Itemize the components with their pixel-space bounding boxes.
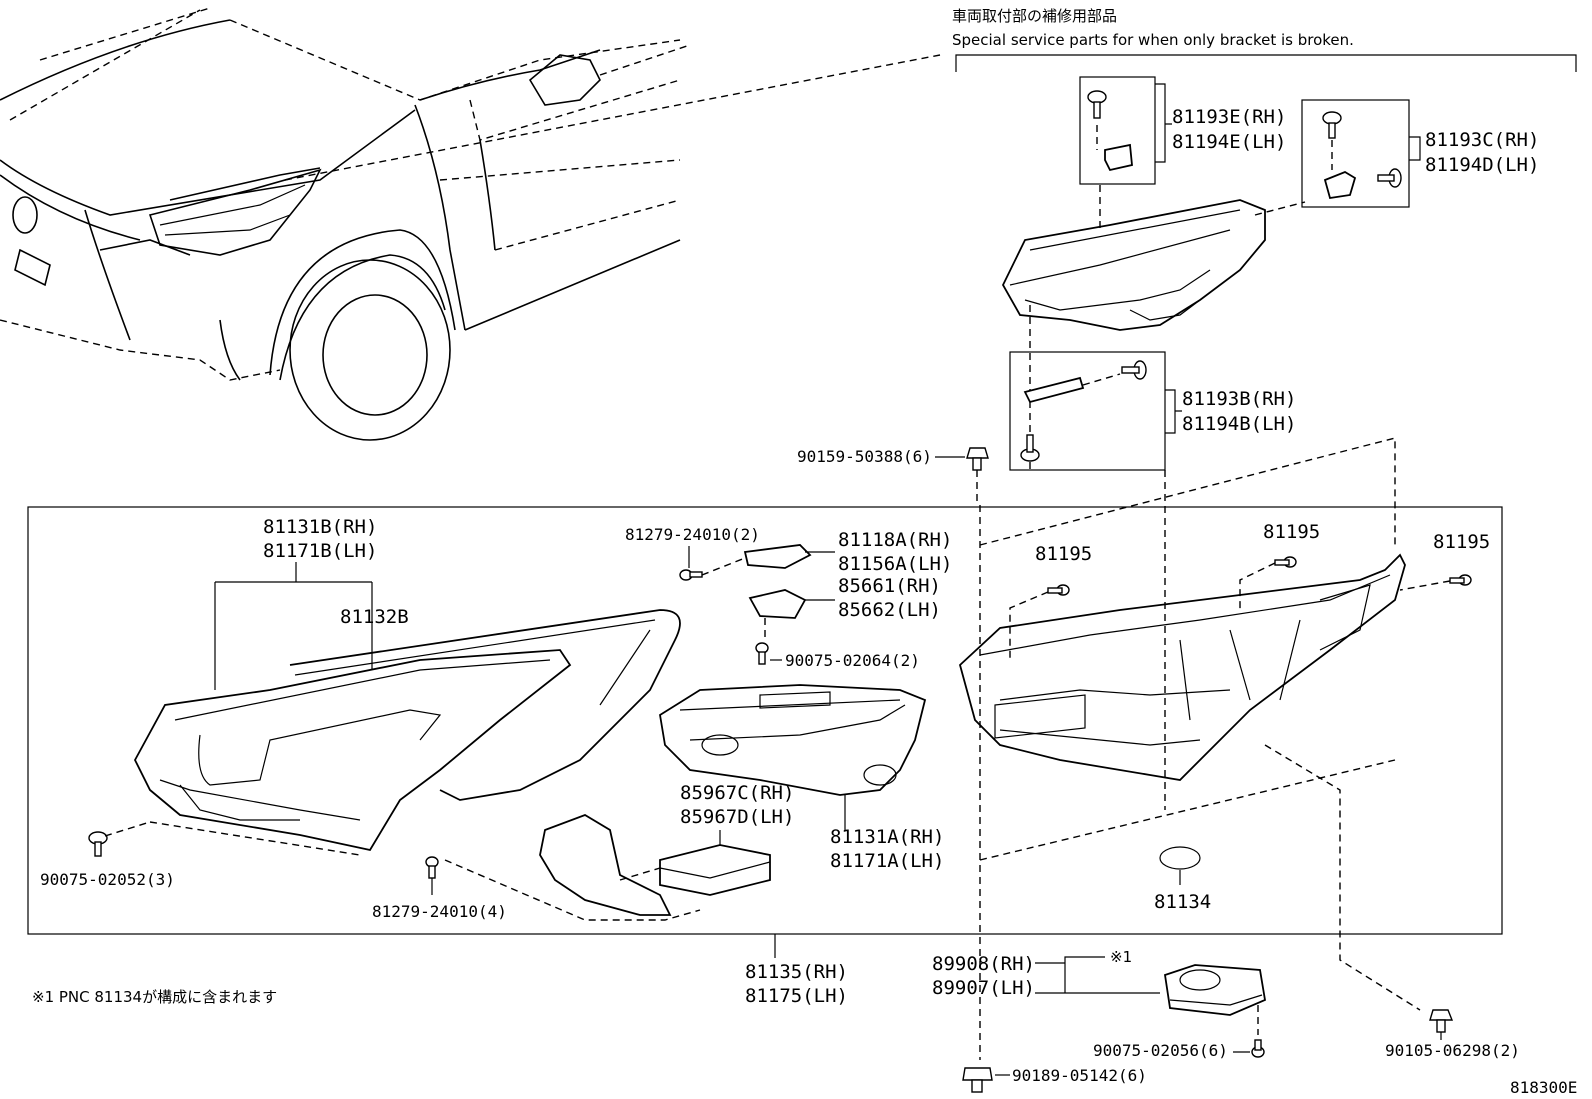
vehicle-illustration xyxy=(0,7,941,441)
label-81118a: 81118A(RH) xyxy=(838,529,952,551)
footnote: ※1 PNC 81134が構成に含まれます xyxy=(32,988,277,1006)
screw-icon xyxy=(1121,360,1147,380)
label-81195-c: 81195 xyxy=(1433,531,1490,553)
label-90075-02056: 90075-02056(6) xyxy=(1093,1041,1228,1060)
bracket-box-81193b xyxy=(1009,351,1166,471)
screw-icon xyxy=(1449,574,1472,586)
screw-icon xyxy=(679,569,703,581)
label-85661: 85661(RH) xyxy=(838,575,941,597)
screw-icon xyxy=(1087,90,1107,119)
actuator-part-icon xyxy=(748,589,807,619)
label-90159-50388: 90159-50388(6) xyxy=(797,447,932,466)
label-90105-06298: 90105-06298(2) xyxy=(1385,1041,1520,1060)
gasket-ring-icon xyxy=(1159,846,1201,870)
label-81193e: 81193E(RH) xyxy=(1172,106,1286,128)
clip-icon xyxy=(962,1067,993,1093)
label-81171b: 81171B(LH) xyxy=(263,540,377,562)
label-81279-24010-4: 81279-24010(4) xyxy=(372,902,507,921)
label-81175: 81175(LH) xyxy=(745,985,848,1007)
screw-icon xyxy=(88,831,108,857)
diagram-id: 818300E xyxy=(1510,1078,1577,1097)
screw-icon xyxy=(966,447,989,471)
service-parts-title-jp: 車両取付部の補修用部品 xyxy=(952,7,1117,25)
label-90189-05142: 90189-05142(6) xyxy=(1012,1066,1147,1085)
label-81135: 81135(RH) xyxy=(745,961,848,983)
cover-bracket-icon xyxy=(539,814,672,916)
bracket-box-81193e xyxy=(1079,76,1156,185)
headlamp-housing xyxy=(958,553,1406,781)
ref-mark-1: ※1 xyxy=(1110,948,1132,966)
label-85662: 85662(LH) xyxy=(838,599,941,621)
screw-icon xyxy=(1274,556,1297,568)
label-89907: 89907(LH) xyxy=(932,977,1035,999)
label-81171a: 81171A(LH) xyxy=(830,850,944,872)
label-81194e: 81194E(LH) xyxy=(1172,131,1286,153)
label-81194d: 81194D(LH) xyxy=(1425,154,1539,176)
label-81131b: 81131B(RH) xyxy=(263,516,377,538)
screw-icon xyxy=(425,856,439,879)
screw-icon xyxy=(1377,168,1402,188)
connector-part-icon xyxy=(743,544,812,569)
screw-icon xyxy=(1322,111,1342,139)
headlamp-assembly-upper xyxy=(1001,199,1266,331)
screw-icon xyxy=(1251,1039,1265,1058)
headlamp-reflector-unit xyxy=(659,684,927,796)
headlamp-assembly-box xyxy=(27,506,1503,935)
label-85967c: 85967C(RH) xyxy=(680,782,794,804)
bracket-part-icon xyxy=(1104,143,1133,172)
label-81194b: 81194B(LH) xyxy=(1182,413,1296,435)
label-89908: 89908(RH) xyxy=(932,953,1035,975)
label-81193b: 81193B(RH) xyxy=(1182,388,1296,410)
bracket-box-81193c xyxy=(1301,99,1410,208)
label-81156a: 81156A(LH) xyxy=(838,553,952,575)
bracket-part-icon xyxy=(1323,170,1357,200)
label-81195-a: 81195 xyxy=(1035,543,1092,565)
label-81193c: 81193C(RH) xyxy=(1425,129,1539,151)
label-81134: 81134 xyxy=(1154,891,1211,913)
label-81132b: 81132B xyxy=(340,606,409,628)
bolt-icon xyxy=(1429,1009,1454,1033)
screw-icon xyxy=(755,642,769,665)
label-90075-02052: 90075-02052(3) xyxy=(40,870,175,889)
control-module-icon xyxy=(659,844,771,896)
service-parts-title-en: Special service parts for when only brac… xyxy=(952,31,1354,49)
screw-icon xyxy=(1020,434,1040,462)
label-81195-b: 81195 xyxy=(1263,521,1320,543)
screw-icon xyxy=(1047,584,1070,596)
bracket-part-icon xyxy=(1023,376,1085,404)
headlamp-lens xyxy=(133,609,681,852)
service-parts-bracket-line xyxy=(955,54,1577,72)
label-85967d: 85967D(LH) xyxy=(680,806,794,828)
label-81131a: 81131A(RH) xyxy=(830,826,944,848)
ballast-module-icon xyxy=(1163,964,1267,1016)
label-90075-02064: 90075-02064(2) xyxy=(785,651,920,670)
label-81279-24010-2: 81279-24010(2) xyxy=(625,525,760,544)
